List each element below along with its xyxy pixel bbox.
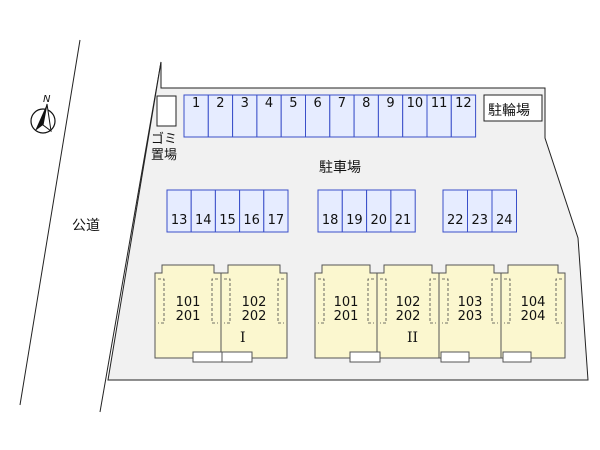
parking-space-number: 6 bbox=[313, 96, 322, 111]
road-label: 公道 bbox=[72, 218, 100, 234]
parking-space-number: 10 bbox=[406, 96, 424, 111]
apartment-unit bbox=[376, 264, 440, 359]
parking-space-number: 12 bbox=[455, 96, 472, 111]
unit-number-lower: 103 bbox=[457, 295, 483, 310]
parking-space-number: 2 bbox=[216, 96, 225, 111]
parking-space-number: 21 bbox=[394, 213, 412, 228]
apartment-unit bbox=[154, 264, 222, 359]
building-id-label: I bbox=[240, 330, 246, 346]
parking-space-number: 16 bbox=[243, 213, 260, 228]
building-id-label: II bbox=[407, 330, 419, 346]
road-edge-left bbox=[19, 39, 81, 406]
entrance-step bbox=[349, 351, 381, 363]
parking-space-number: 23 bbox=[471, 213, 489, 228]
unit-number-upper: 201 bbox=[333, 309, 359, 324]
bicycle-parking-area bbox=[483, 94, 543, 122]
parking-space-number: 18 bbox=[321, 213, 339, 228]
parking-space-number: 15 bbox=[219, 213, 236, 228]
parking-space bbox=[467, 189, 493, 233]
parking-space-number: 20 bbox=[370, 213, 388, 228]
bicycle-parking-label: 駐輪場 bbox=[488, 103, 530, 119]
parking-space-number: 24 bbox=[495, 213, 513, 228]
unit-number-upper: 203 bbox=[457, 309, 483, 324]
compass-label: N bbox=[43, 94, 51, 105]
parking-space-number: 5 bbox=[289, 96, 298, 111]
parking-space-number: 7 bbox=[337, 96, 347, 111]
garbage-label-line1: ゴミ bbox=[151, 132, 178, 147]
garbage-area bbox=[156, 95, 177, 127]
parking-space-number: 3 bbox=[240, 96, 249, 111]
parking-space bbox=[239, 189, 265, 233]
entrance-step bbox=[440, 351, 470, 363]
parking-space bbox=[256, 94, 282, 138]
parking-space bbox=[402, 94, 428, 138]
unit-number-upper: 204 bbox=[520, 309, 546, 324]
entrance-step bbox=[221, 351, 253, 363]
parking-space bbox=[491, 189, 517, 233]
parking-layer bbox=[166, 94, 517, 233]
apartment-unit bbox=[438, 264, 502, 359]
parking-space-number: 14 bbox=[195, 213, 212, 228]
unit-number-upper: 202 bbox=[395, 309, 421, 324]
parking-space bbox=[442, 189, 468, 233]
parking-space bbox=[263, 189, 289, 233]
parking-space-number: 11 bbox=[430, 96, 448, 111]
parking-space bbox=[317, 189, 343, 233]
parking-space bbox=[214, 189, 241, 233]
entrance-step bbox=[192, 351, 224, 363]
apartment-unit bbox=[314, 264, 378, 359]
unit-number-lower: 101 bbox=[333, 295, 359, 310]
parking-space bbox=[390, 189, 416, 233]
unit-number-lower: 101 bbox=[175, 295, 201, 310]
unit-number-upper: 202 bbox=[241, 309, 267, 324]
unit-number-lower: 104 bbox=[520, 295, 546, 310]
parking-space-number: 8 bbox=[362, 96, 371, 111]
parking-space bbox=[207, 94, 234, 138]
unit-number-lower: 102 bbox=[241, 295, 267, 310]
parking-space-number: 19 bbox=[346, 213, 363, 228]
north-arrow-icon bbox=[30, 103, 56, 134]
unit-number-upper: 201 bbox=[175, 309, 201, 324]
parking-space-number: 9 bbox=[386, 96, 395, 111]
parking-space-number: 4 bbox=[264, 96, 274, 111]
parking-space bbox=[341, 189, 368, 233]
parking-space-number: 1 bbox=[192, 96, 201, 111]
entrance-step bbox=[502, 351, 532, 363]
parking-space bbox=[353, 94, 379, 138]
parking-space bbox=[366, 189, 392, 233]
parking-space-number: 13 bbox=[170, 213, 188, 228]
parking-space-number: 17 bbox=[267, 213, 285, 228]
unit-number-lower: 102 bbox=[395, 295, 421, 310]
building-layer bbox=[154, 264, 566, 363]
parking-space bbox=[166, 189, 192, 233]
parking-space-number: 22 bbox=[446, 213, 464, 228]
garbage-label-line2: 置場 bbox=[151, 148, 178, 163]
parking-space bbox=[450, 94, 477, 138]
parking-space bbox=[305, 94, 331, 138]
lot-label: 駐車場 bbox=[319, 160, 361, 176]
